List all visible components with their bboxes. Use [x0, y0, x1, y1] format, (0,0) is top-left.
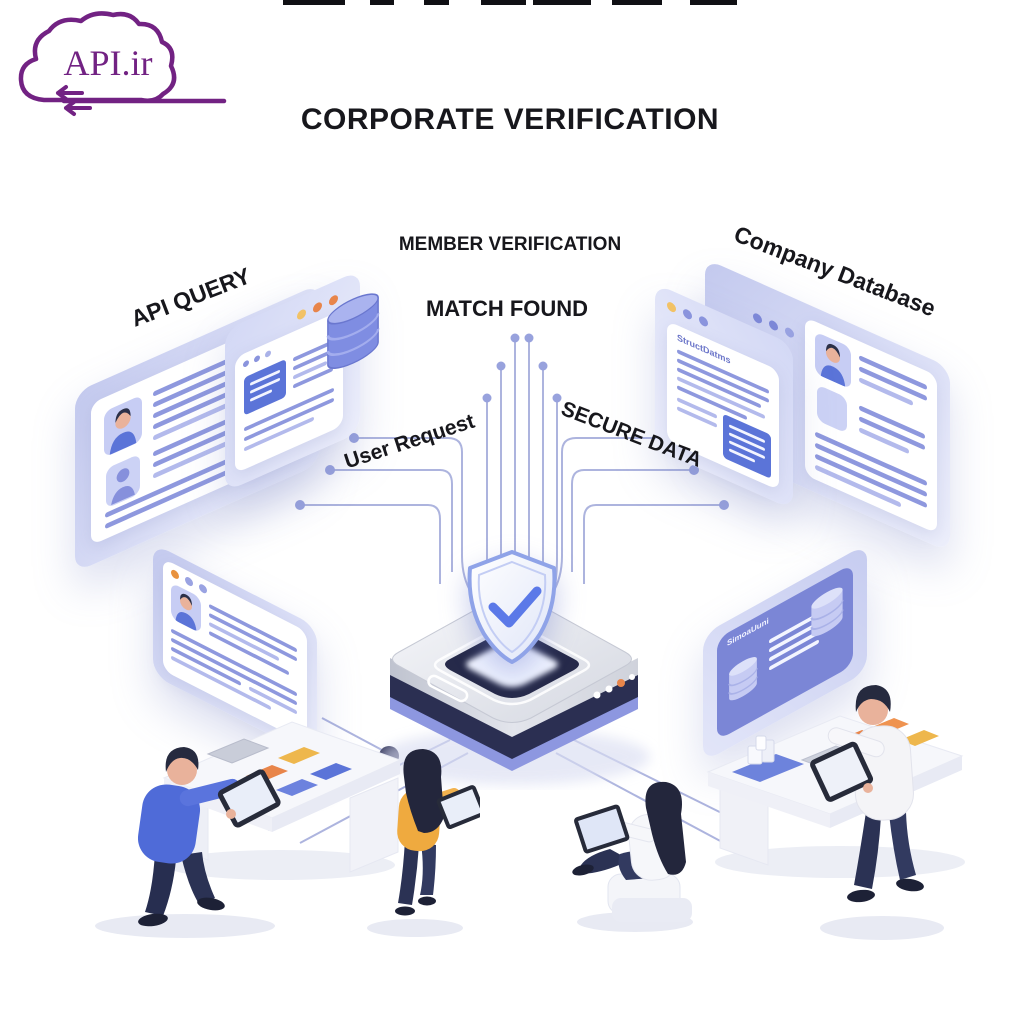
window-dot	[683, 307, 692, 321]
company-record-card	[805, 316, 937, 534]
text-line	[171, 646, 241, 687]
avatar-generic-icon	[111, 468, 135, 506]
tile-blue	[276, 779, 318, 796]
screen-header-text: SimoaUuni	[727, 615, 769, 649]
window-dot	[185, 575, 193, 588]
text-fragment	[533, 0, 591, 5]
logo-text: API.ir	[63, 43, 153, 83]
hub-slot	[427, 674, 469, 703]
shield-check-icon	[467, 550, 557, 664]
page-title: CORPORATE VERIFICATION	[300, 103, 720, 136]
text-fragment	[612, 0, 662, 5]
profile-card	[91, 308, 304, 546]
profile-card	[163, 558, 307, 744]
label-match-found: MATCH FOUND	[425, 296, 589, 321]
window-dot-orange	[171, 568, 179, 581]
screen-database: SimoaUuni	[703, 543, 867, 763]
hub-indicator-lights	[593, 674, 635, 699]
cloud-icon	[18, 11, 227, 116]
code-block	[244, 358, 286, 416]
text-fragment	[481, 0, 526, 5]
screen-user-profile	[153, 543, 317, 759]
desk-tray	[206, 738, 270, 764]
person-woman-yellow-top	[367, 749, 480, 937]
text-fragment	[690, 0, 737, 5]
mini-blocks-icon	[747, 735, 775, 765]
window-dot-yellow	[667, 300, 676, 314]
api-ir-logo: API.ir	[12, 10, 242, 122]
person-man-white-shirt	[810, 685, 944, 940]
window-dot	[753, 311, 762, 325]
text-fragment	[283, 0, 345, 5]
database-cylinder-icon	[810, 587, 844, 637]
window-dot-orange	[313, 300, 322, 314]
desk-mat-blue	[732, 754, 804, 782]
window-dot	[699, 314, 708, 328]
user-avatar	[815, 331, 851, 390]
mini-dot	[243, 359, 249, 369]
tile-yellow	[278, 747, 320, 764]
data-block	[723, 413, 771, 479]
tile-blue	[310, 763, 352, 780]
tile-yellow	[900, 730, 939, 746]
panel-api-query	[75, 283, 320, 573]
label-member-verification: MEMBER VERIFICATION	[398, 234, 622, 255]
database-cylinder-icon	[728, 657, 758, 701]
text-fragment	[370, 0, 394, 5]
panel-api-mini	[225, 269, 380, 493]
mini-dot	[265, 349, 271, 359]
doc-thumb	[817, 384, 847, 434]
avatar-photo-icon	[175, 593, 197, 632]
text-fragment	[424, 0, 449, 5]
cropped-top-text	[0, 0, 1024, 6]
window-dot	[769, 318, 778, 332]
window-dot	[785, 326, 794, 340]
member-avatar	[106, 453, 140, 509]
avatar-photo-icon	[820, 343, 846, 387]
user-avatar	[104, 394, 142, 458]
mini-dot	[254, 354, 260, 364]
avatar-photo-icon	[109, 408, 137, 455]
database-cylinder-icon	[326, 293, 380, 369]
window-dot-yellow	[297, 307, 306, 321]
person-man-blue-shirt	[95, 747, 281, 938]
panel-company-database	[705, 258, 950, 553]
window-dot	[199, 582, 207, 595]
user-avatar	[171, 582, 201, 634]
person-woman-sitting	[572, 781, 693, 932]
database-view: SimoaUuni	[717, 563, 853, 741]
